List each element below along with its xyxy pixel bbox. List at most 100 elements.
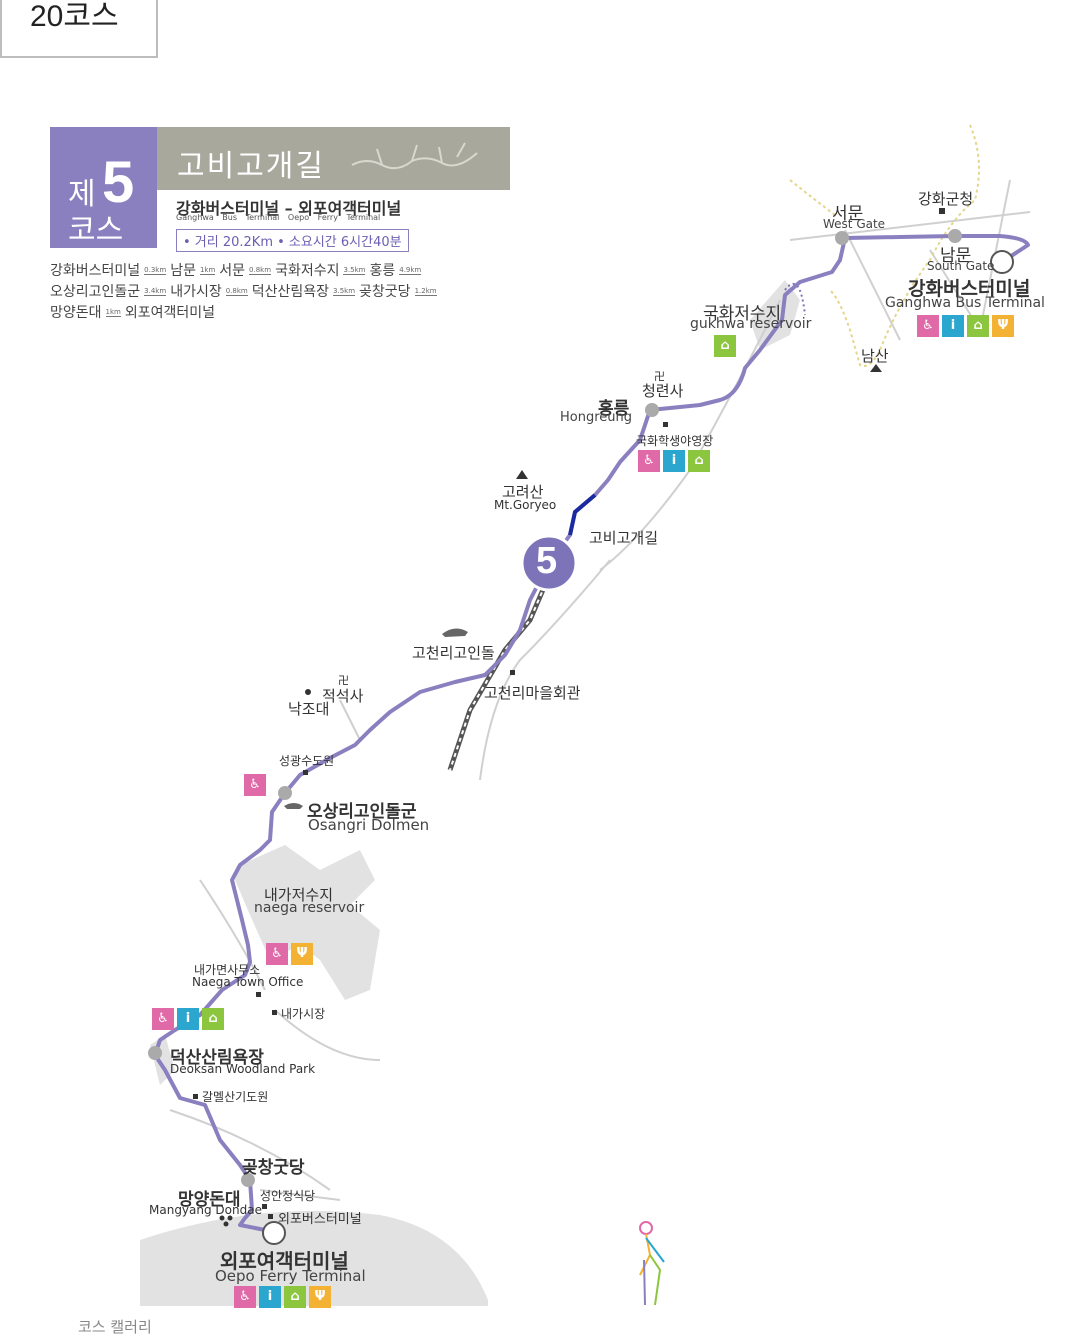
deoksan-node <box>148 1046 162 1060</box>
info-icon: i <box>663 450 685 472</box>
seq-place: 덕산산림욕장 <box>251 284 330 300</box>
goryeo-peak-icon <box>516 470 528 479</box>
rest-icon: ⌂ <box>714 335 736 357</box>
mountain-trail <box>829 124 980 367</box>
label-osangri-en: Osangri Dolmen <box>308 816 430 834</box>
seq-distance: 3.5km <box>343 266 366 275</box>
oepo-amenities: ♿i⌂Ψ <box>234 1286 331 1308</box>
label-nakjodae: 낙조대 <box>288 700 330 718</box>
youthcamp-amenities: ♿i⌂ <box>638 450 710 472</box>
seomun-node <box>835 231 849 245</box>
seq-distance: 0.8km <box>249 266 272 275</box>
seq-place: 망양돈대 <box>50 305 102 321</box>
label-seongan: 성안정식당 <box>260 1189 316 1203</box>
label-jeokseoksa: 적석사 <box>322 687 364 705</box>
label-naega: 내가저수지 <box>264 886 334 904</box>
info-icon: i <box>177 1008 199 1030</box>
office-marker <box>256 992 261 997</box>
gallery-link[interactable]: 코스 캘러리 <box>78 1318 152 1336</box>
gocheonri-dolmen-icon <box>442 628 468 637</box>
route-title-korean: 강화버스터미널 – 외포여객터미널 <box>176 199 402 218</box>
route-title-english: Ganghwa Bus Terminal Oepo Ferry Terminal <box>176 213 381 222</box>
info-icon: i <box>942 315 964 337</box>
reservoir-amenities: ⌂ <box>714 335 736 357</box>
label-reservoir: 국화저수지 <box>703 304 782 324</box>
label-galmae: 갈멜산기도원 <box>202 1090 269 1104</box>
label-reservoir-en: gukhwa reservoir <box>690 316 812 332</box>
label-goryeo: 고려산 <box>502 483 544 501</box>
end-node <box>262 1221 286 1245</box>
label-temple: 청련사 <box>642 382 684 400</box>
main-route-line <box>153 234 1030 1234</box>
label-hongreung: 홍릉 <box>598 399 630 419</box>
toilet-icon: ♿ <box>244 774 266 796</box>
rest-icon: ⌂ <box>688 450 710 472</box>
start-node <box>990 250 1014 274</box>
hongreung-node <box>645 403 659 417</box>
seq-distance: 0.3km <box>144 266 167 275</box>
temple-icon: 卍 <box>338 674 349 687</box>
seq-place: 국화저수지 <box>275 263 340 279</box>
food-icon: Ψ <box>992 315 1014 337</box>
label-mangyang-en: Mangyang Dondae <box>149 1203 262 1217</box>
seq-distance: 4.9km <box>399 266 422 275</box>
label-namsan: 남산 <box>861 347 889 365</box>
youthcamp-marker <box>663 422 668 427</box>
seq-place: 서문 <box>219 263 246 279</box>
label-seomun-en: West Gate <box>823 217 886 231</box>
label-goryeo-en: Mt.Goryeo <box>494 498 557 512</box>
mangyang-marker-icon <box>219 1215 233 1227</box>
road-network <box>169 179 1031 1201</box>
osangri-dolmen-icon <box>284 803 303 809</box>
course-title-band: 고비고개길 <box>157 127 510 190</box>
label-deoksan: 덕산산림욕장 <box>170 1048 264 1068</box>
rest-icon: ⌂ <box>202 1008 224 1030</box>
seonggwang-amenities: ♿ <box>244 774 266 796</box>
terminal-amenities: ♿i⌂Ψ <box>917 315 1014 337</box>
seq-distance: 1.2km <box>414 287 437 296</box>
label-oepobus: 외포버스터미널 <box>278 1212 362 1227</box>
seq-place: 홍릉 <box>369 263 396 279</box>
label-seomun: 서문 <box>832 204 864 224</box>
label-nammun: 남문 <box>940 246 972 266</box>
info-icon: i <box>259 1286 281 1308</box>
village-marker <box>510 670 515 675</box>
course-stats: • 거리 20.2Km • 소요시간 6시간40분 <box>176 229 409 252</box>
temple-icon: 卍 <box>654 370 665 383</box>
railway-line <box>447 584 548 771</box>
label-nammun-en: South Gate <box>927 259 995 273</box>
naega-amenities: ♿Ψ <box>266 943 313 965</box>
nakjodae-marker <box>305 689 311 695</box>
walker-figure-icon <box>639 1221 665 1306</box>
seq-place: 남문 <box>170 263 196 279</box>
highlight-route-segment <box>568 493 597 536</box>
course-number-box: 제 5 코스 <box>50 127 157 248</box>
label-terminal: 강화버스터미널 <box>908 278 1031 300</box>
label-naega-en: naega reservoir <box>254 900 365 916</box>
label-osangri: 오상리고인돌군 <box>307 802 417 822</box>
toilet-icon: ♿ <box>917 315 939 337</box>
course-badge-circle <box>520 534 578 592</box>
seq-distance: 0.8km <box>225 287 248 296</box>
course-count-tag[interactable]: 20코스 <box>0 0 158 58</box>
toilet-icon: ♿ <box>638 450 660 472</box>
nammun-node <box>948 229 962 243</box>
branch-decoration-icon <box>351 142 478 170</box>
toilet-icon: ♿ <box>234 1286 256 1308</box>
label-hongreung-en: Hongreung <box>560 410 633 425</box>
label-seonggwang: 성광수도원 <box>279 754 335 768</box>
label-oepo: 외포여객터미널 <box>220 1249 349 1273</box>
naega-reservoir-area <box>235 845 380 1000</box>
rest-icon: ⌂ <box>967 315 989 337</box>
seq-distance: 1km <box>105 308 121 317</box>
seongan-marker <box>262 1204 267 1209</box>
toilet-icon: ♿ <box>266 943 288 965</box>
seq-distance: 3.4km <box>144 287 167 296</box>
label-youthcamp: 국화학생야영장 <box>636 434 714 448</box>
seq-place: 곶창굿당 <box>359 284 411 300</box>
label-gotchang: 곶창굿당 <box>242 1158 305 1178</box>
